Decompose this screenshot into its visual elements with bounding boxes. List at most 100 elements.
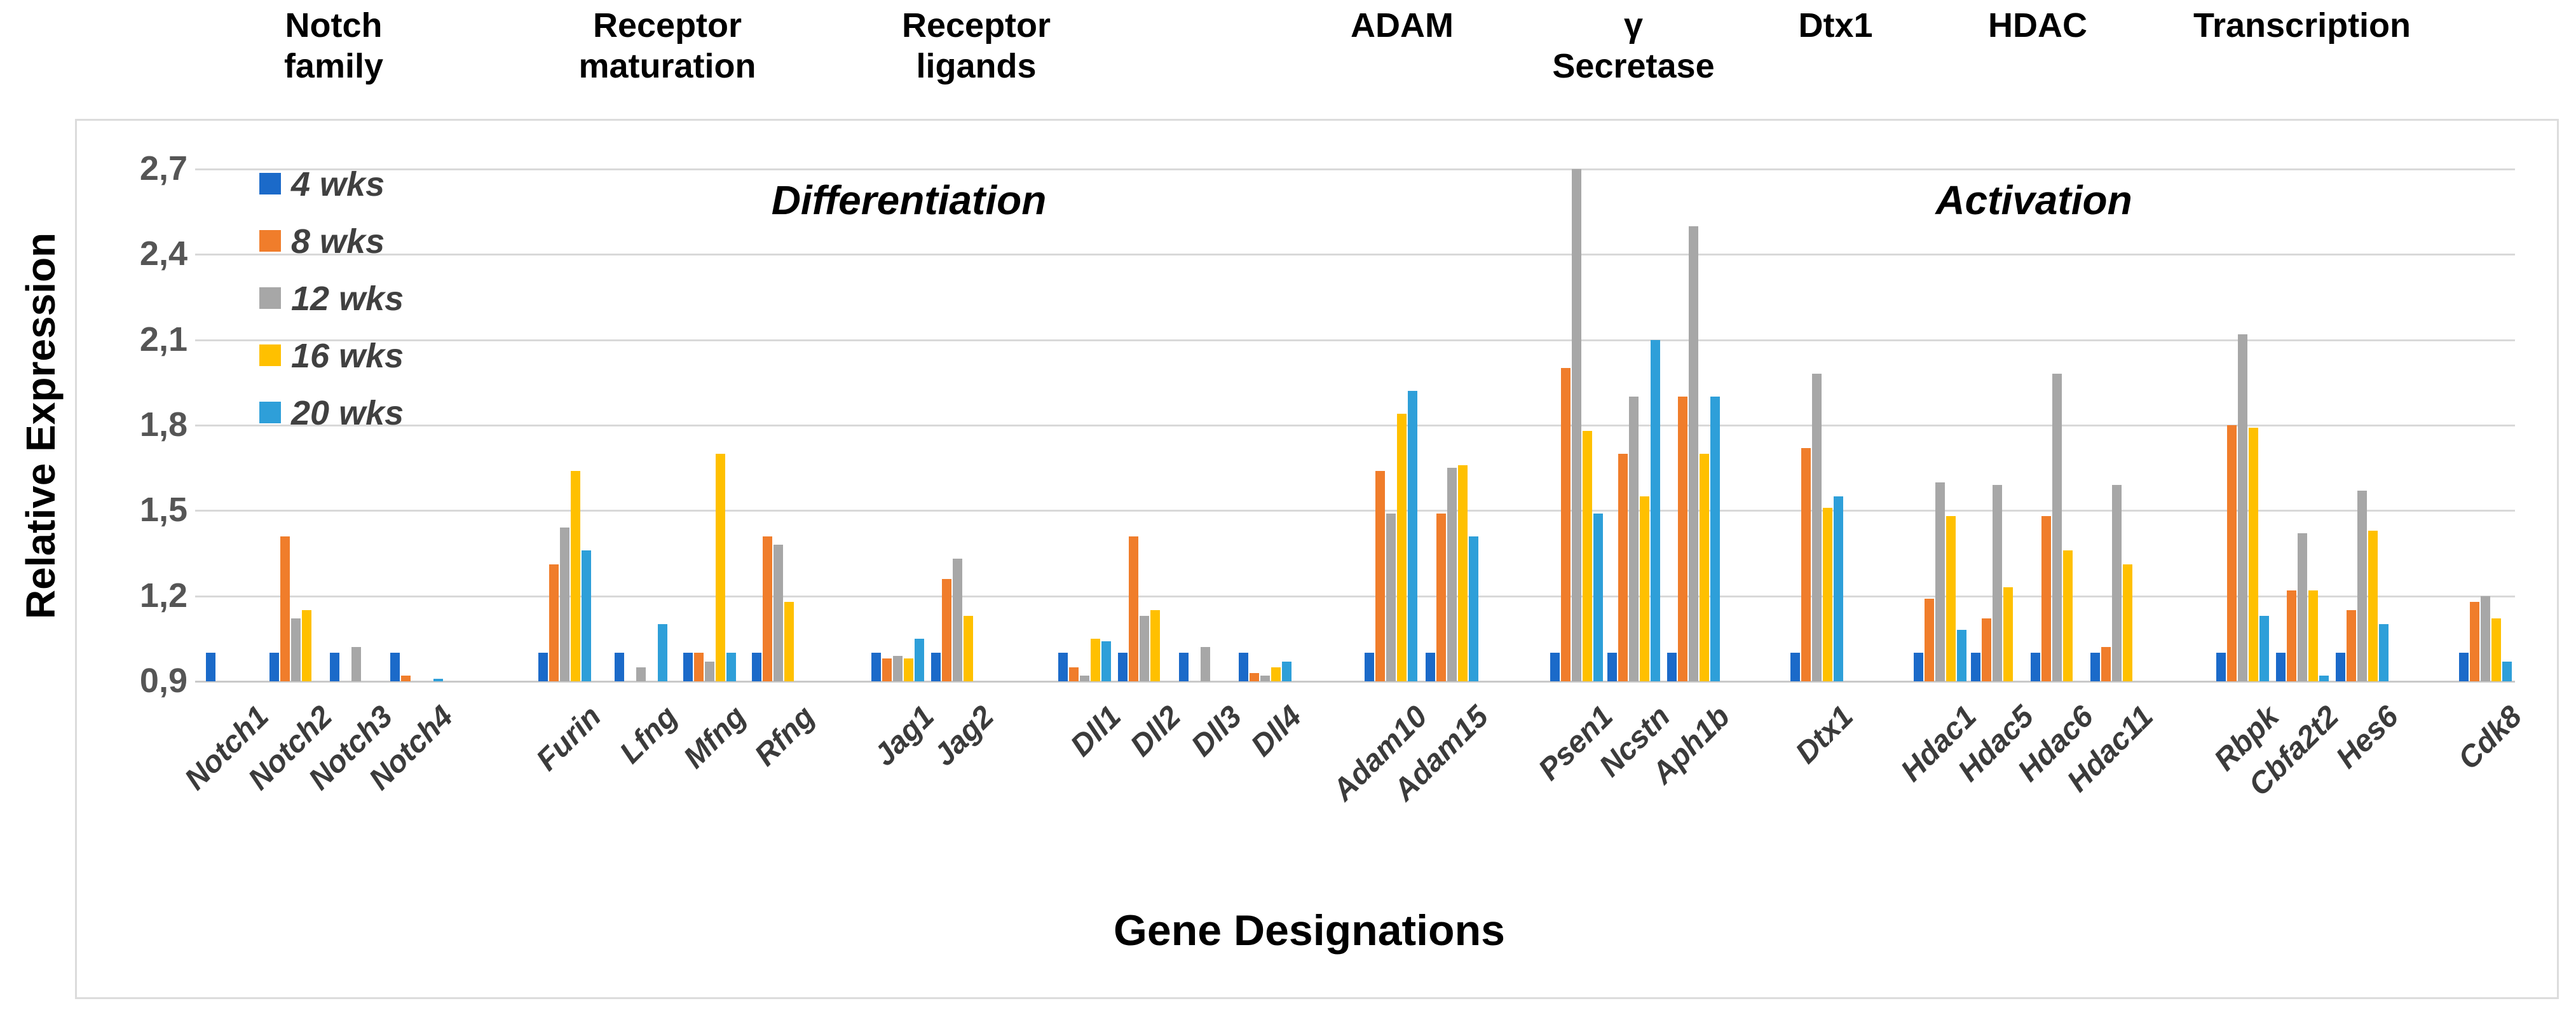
bar-Notch2-4wks xyxy=(269,653,279,681)
chart-frame xyxy=(75,119,2559,999)
bar-Hdac5-4wks xyxy=(1971,653,1980,681)
bar-Cdk8-8wks xyxy=(2470,602,2479,681)
bar-Hdac1-16wks xyxy=(1946,516,1956,681)
bar-Psen1-16wks xyxy=(1583,431,1592,681)
legend-swatch-icon xyxy=(259,230,281,252)
bar-Hdac11-16wks xyxy=(2123,564,2132,681)
legend-swatch-icon xyxy=(259,344,281,366)
group-header-2: Receptor ligands xyxy=(901,6,1051,85)
bar-Hdac5-16wks xyxy=(2003,587,2013,681)
bar-Furin-8wks xyxy=(549,564,559,681)
legend-swatch-icon xyxy=(259,173,281,194)
bar-Rbpk-8wks xyxy=(2227,425,2237,681)
bar-Mfng-8wks xyxy=(694,653,704,681)
bar-Rbpk-16wks xyxy=(2249,428,2258,681)
bar-Ncstn-8wks xyxy=(1618,454,1628,681)
bar-Adam15-12wks xyxy=(1447,468,1457,681)
y-tick-label: 2,1 xyxy=(139,320,187,358)
legend-label: 12 wks xyxy=(291,280,404,318)
bar-Furin-16wks xyxy=(571,471,580,681)
bar-Jag1-16wks xyxy=(904,658,913,681)
group-header-5: Dtx1 xyxy=(1798,6,1873,44)
bar-Dll4-20wks xyxy=(1282,662,1291,681)
bar-Dll1-20wks xyxy=(1101,641,1111,681)
y-tick-label: 0,9 xyxy=(139,662,187,700)
bar-Adam15-20wks xyxy=(1469,536,1478,681)
bar-Dll4-12wks xyxy=(1260,676,1270,681)
bar-Adam10-20wks xyxy=(1408,391,1417,681)
bar-Dll1-12wks xyxy=(1080,676,1089,681)
bar-Ncstn-4wks xyxy=(1607,653,1617,681)
bar-Rbpk-4wks xyxy=(2216,653,2226,681)
legend-label: 20 wks xyxy=(291,394,404,432)
bar-Cdk8-4wks xyxy=(2459,653,2469,681)
bar-Aph1b-20wks xyxy=(1710,397,1720,681)
bar-Psen1-20wks xyxy=(1593,514,1603,681)
legend-swatch-icon xyxy=(259,402,281,423)
bar-Dtx1-8wks xyxy=(1801,448,1811,681)
bar-Notch4-4wks xyxy=(390,653,400,681)
activation-annotation: Activation xyxy=(1935,177,2132,223)
bar-Cbfa2t2-20wks xyxy=(2319,676,2329,681)
bar-Notch1-4wks xyxy=(206,653,215,681)
y-axis-title: Relative Expression xyxy=(18,232,64,620)
bar-Furin-12wks xyxy=(560,528,569,681)
bar-Rbpk-12wks xyxy=(2238,334,2247,681)
bar-Jag1-12wks xyxy=(893,656,903,681)
y-gridline xyxy=(195,595,2515,597)
y-gridline xyxy=(195,425,2515,426)
bar-Furin-20wks xyxy=(582,550,591,681)
legend-item-4wks: 4 wks xyxy=(259,167,385,201)
bar-Dll2-16wks xyxy=(1150,610,1160,681)
bar-Hes6-20wks xyxy=(2379,624,2389,681)
bar-Rbpk-20wks xyxy=(2259,616,2269,681)
bar-Adam15-8wks xyxy=(1436,514,1446,681)
bar-Lfng-12wks xyxy=(636,667,646,681)
bar-Aph1b-8wks xyxy=(1678,397,1687,681)
bar-Hes6-8wks xyxy=(2347,610,2356,681)
bar-Notch2-8wks xyxy=(280,536,290,681)
x-axis-title: Gene Designations xyxy=(1114,906,1505,955)
bar-Hes6-4wks xyxy=(2336,653,2345,681)
bar-Ncstn-12wks xyxy=(1629,397,1639,681)
group-header-3: ADAM xyxy=(1351,6,1454,44)
bar-Jag1-4wks xyxy=(871,653,881,681)
y-gridline xyxy=(195,168,2515,170)
bar-Rfng-4wks xyxy=(752,653,761,681)
bar-Adam10-4wks xyxy=(1365,653,1374,681)
bar-Dll4-8wks xyxy=(1250,673,1259,681)
bar-Hes6-16wks xyxy=(2368,531,2378,681)
bar-Hdac6-8wks xyxy=(2041,516,2051,681)
bar-Aph1b-16wks xyxy=(1700,454,1709,681)
group-header-4: γ Secretase xyxy=(1552,6,1715,85)
legend-swatch-icon xyxy=(259,287,281,309)
bar-Dll1-4wks xyxy=(1058,653,1068,681)
legend-label: 4 wks xyxy=(291,165,385,203)
bar-Notch4-8wks xyxy=(401,676,411,681)
bar-Cbfa2t2-12wks xyxy=(2298,533,2307,681)
bar-Hdac6-4wks xyxy=(2031,653,2040,681)
bar-Hdac11-12wks xyxy=(2112,485,2122,681)
bar-Notch3-4wks xyxy=(330,653,339,681)
bar-Dll2-8wks xyxy=(1129,536,1138,681)
bar-Psen1-4wks xyxy=(1550,653,1560,681)
legend-item-20wks: 20 wks xyxy=(259,396,404,430)
bar-Dll2-4wks xyxy=(1118,653,1128,681)
bar-Notch2-16wks xyxy=(302,610,311,681)
bar-Lfng-20wks xyxy=(658,624,667,681)
bar-Dll4-16wks xyxy=(1271,667,1281,681)
bar-Notch3-12wks xyxy=(351,647,361,681)
bar-Jag2-16wks xyxy=(964,616,973,681)
bar-Hdac5-12wks xyxy=(1993,485,2002,681)
bar-Lfng-4wks xyxy=(615,653,624,681)
bar-Jag2-4wks xyxy=(931,653,941,681)
y-tick-label: 1,5 xyxy=(139,491,187,529)
bar-Dll2-12wks xyxy=(1140,616,1149,681)
bar-Adam15-16wks xyxy=(1458,465,1468,681)
bar-Dtx1-4wks xyxy=(1790,653,1800,681)
bar-Hdac1-8wks xyxy=(1925,599,1934,681)
y-gridline xyxy=(195,510,2515,512)
x-axis-baseline xyxy=(195,681,2515,683)
bar-Hdac6-16wks xyxy=(2063,550,2073,681)
